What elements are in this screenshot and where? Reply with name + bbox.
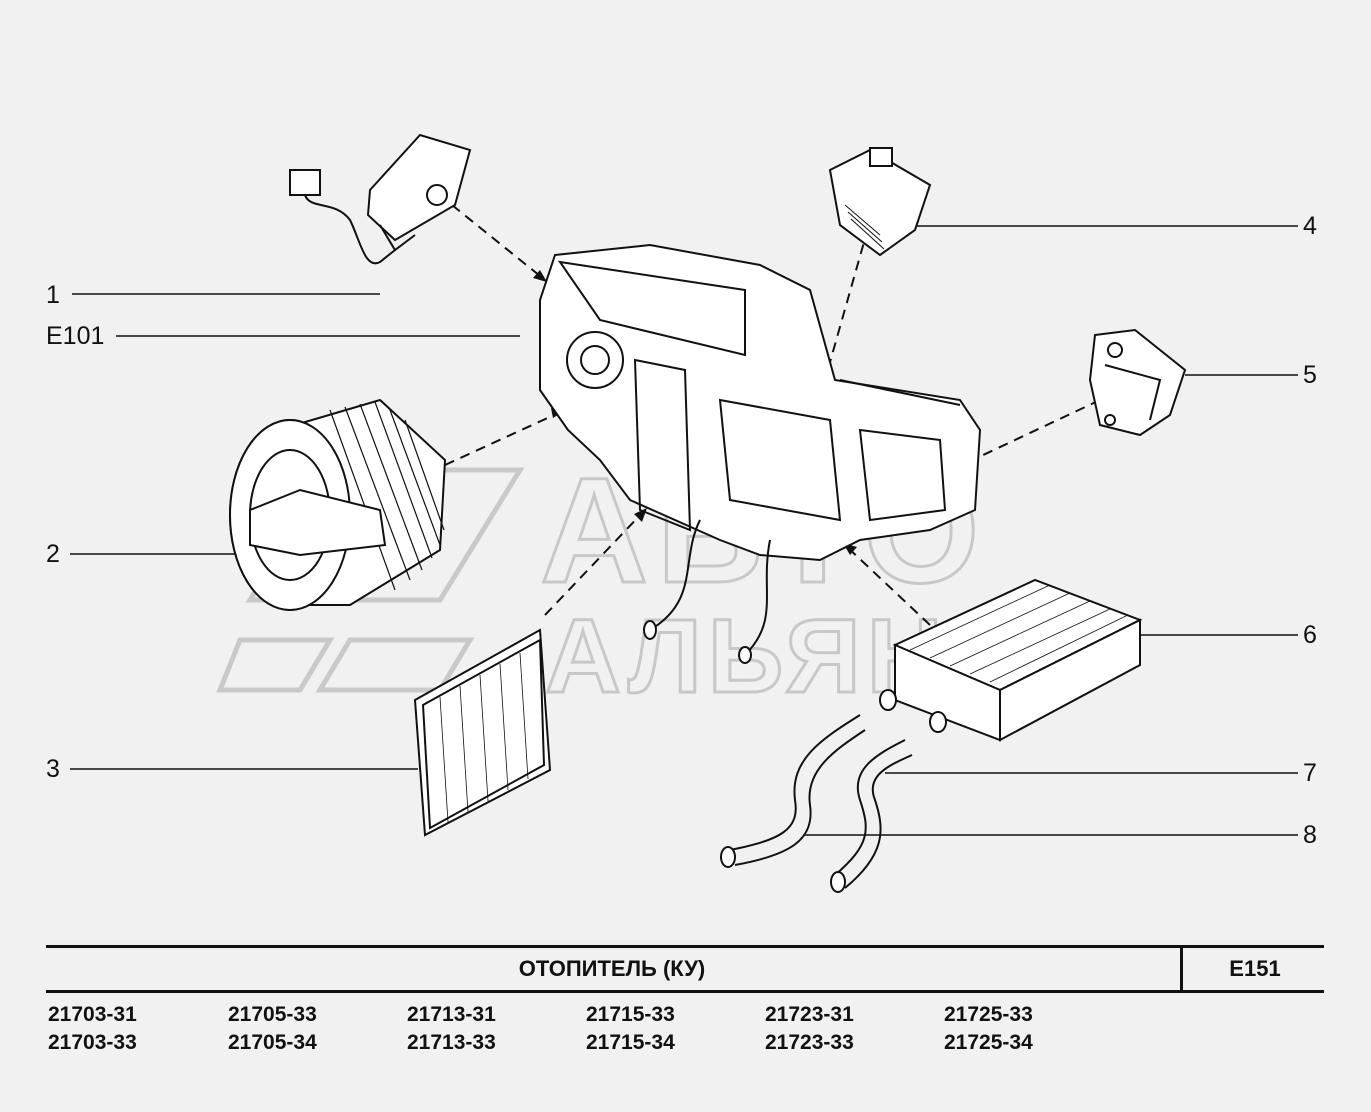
- page-code: E151: [1180, 948, 1327, 990]
- model-number: 21725-34: [944, 1031, 1033, 1054]
- model-number: 21705-34: [228, 1031, 317, 1054]
- callout-6: 6: [1303, 621, 1317, 649]
- model-number: 21725-33: [944, 1003, 1033, 1026]
- heater-core-part-6: [879, 578, 1143, 742]
- callout-e101: E101: [46, 322, 105, 350]
- model-number: 21703-33: [48, 1031, 137, 1054]
- model-number: 21715-34: [586, 1031, 675, 1054]
- callout-3: 3: [46, 755, 60, 783]
- servo-actuator-part-5: [1088, 328, 1187, 437]
- hoses-part-7-8: [720, 714, 913, 893]
- page-title: ОТОПИТЕЛЬ (КУ): [518, 956, 706, 981]
- cabin-filter-part-3: [413, 628, 552, 837]
- model-number: 21705-33: [228, 1003, 317, 1026]
- callout-8: 8: [1303, 821, 1317, 849]
- title-block: ОТОПИТЕЛЬ (КУ) E151: [46, 945, 1324, 993]
- callout-4: 4: [1303, 212, 1317, 240]
- resistor-part-4: [828, 147, 932, 257]
- blower-fan-part-2: [229, 398, 447, 611]
- callout-1: 1: [46, 281, 60, 309]
- callout-2: 2: [46, 540, 60, 568]
- callout-5: 5: [1303, 361, 1317, 389]
- model-number: 21703-31: [48, 1003, 137, 1026]
- actuator-part-1: [289, 133, 472, 265]
- leader-lines: [70, 225, 1298, 836]
- model-number: 21713-33: [407, 1031, 496, 1054]
- model-number: 21713-31: [407, 1003, 496, 1026]
- model-number: 21723-31: [765, 1003, 854, 1026]
- model-number: 21723-33: [765, 1031, 854, 1054]
- callout-7: 7: [1303, 759, 1317, 787]
- heater-housing: [539, 243, 982, 664]
- model-number: 21715-33: [586, 1003, 675, 1026]
